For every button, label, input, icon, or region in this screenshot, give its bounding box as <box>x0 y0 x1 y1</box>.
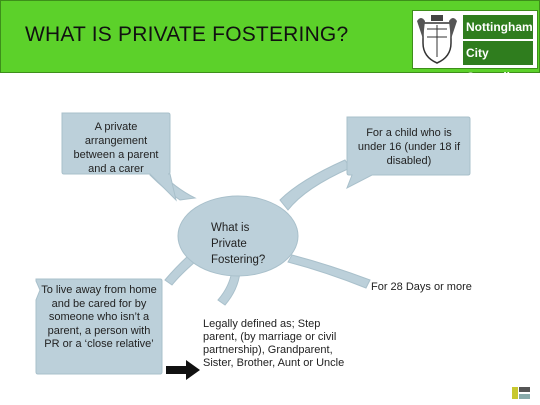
bubble-bottom-left-text: To live away from home and be cared for … <box>41 284 157 350</box>
logo-wordmark-line2: City Council <box>463 41 533 84</box>
corner-logo-icon <box>512 387 530 399</box>
leg-bottom-left <box>164 255 196 286</box>
center-text: What is Private Fostering? <box>211 222 266 266</box>
logo-wordmark-line1: Nottingham <box>463 15 533 39</box>
leg-top-right <box>279 159 351 211</box>
header-banner: WHAT IS PRIVATE FOSTERING? Nottingham Ci… <box>0 0 540 84</box>
bubble-bottom-left <box>35 278 163 375</box>
council-logo: Nottingham City Council <box>412 10 538 84</box>
arrow-icon <box>166 360 200 380</box>
center-blob <box>177 195 299 277</box>
crest-icon <box>417 15 457 64</box>
page-title: WHAT IS PRIVATE FOSTERING? <box>25 23 349 46</box>
leg-right <box>287 254 371 289</box>
legal-note: Legally defined as; Step parent, (by mar… <box>203 318 345 369</box>
days-note: For 28 Days or more <box>371 281 472 293</box>
bubble-top-left-text: A private arrangement between a parent a… <box>73 121 159 175</box>
leg-bottom <box>217 269 241 306</box>
bubble-top-left <box>61 112 177 202</box>
bubble-top-right-text: For a child who is under 16 (under 18 if… <box>357 127 461 167</box>
bubble-top-right <box>346 116 471 190</box>
